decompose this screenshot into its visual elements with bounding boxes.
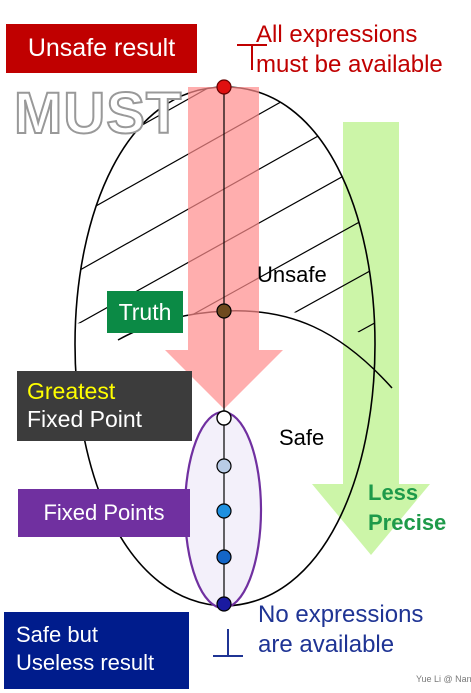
safe-but-line: Safe but [16, 622, 98, 647]
less-precise-label: Less Precise [368, 478, 446, 538]
safe-region-label: Safe [279, 425, 325, 450]
top-element-dot [216, 79, 232, 95]
author-credit: Yue Li @ Nanj [416, 674, 471, 684]
all-expressions-line-1: All expressions [256, 21, 418, 48]
unsafe-region-label: Unsafe [257, 262, 327, 287]
no-expressions-note: No expressions are available [258, 600, 423, 660]
useless-result-line: Useless result [16, 650, 155, 675]
truth-label: Truth [107, 291, 183, 333]
safe-but-useless-label: Safe but Useless result [4, 612, 189, 689]
unsafe-result-label: Unsafe result [6, 24, 197, 73]
less-precise-arrow [312, 122, 430, 555]
less-word: Less [368, 480, 419, 505]
precise-word: Precise [368, 510, 447, 535]
bottom-element-dot [216, 596, 232, 612]
bottom-symbol [213, 629, 243, 657]
no-expressions-line-1: No expressions [258, 601, 424, 628]
fixed-point-dot [216, 458, 232, 474]
top-symbol [237, 44, 267, 70]
all-expressions-line-2: must be available [256, 51, 443, 78]
greatest-word: Greatest [27, 378, 116, 404]
fixed-point-word: Fixed Point [27, 406, 143, 432]
greatest-fixed-point-label: Greatest Fixed Point [17, 371, 192, 441]
all-expressions-note: All expressions must be available [256, 20, 443, 80]
truth-dot [216, 303, 232, 319]
no-expressions-line-2: are available [258, 631, 395, 658]
fixed-point-dot [216, 549, 232, 565]
must-heading: MUST [13, 81, 183, 147]
greatest-fixed-point-dot [216, 410, 232, 426]
fixed-points-label: Fixed Points [18, 489, 190, 537]
fixed-point-dot [216, 503, 232, 519]
